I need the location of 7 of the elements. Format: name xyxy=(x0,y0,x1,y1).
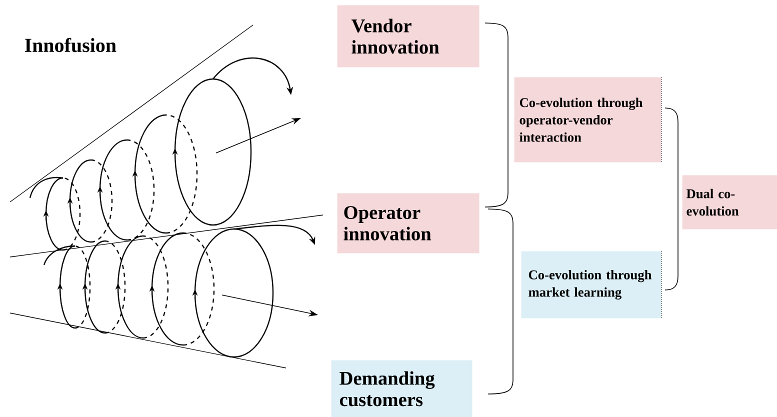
text-box: Vendor innovation xyxy=(337,5,480,68)
text-box: Dual co-evolution xyxy=(682,175,777,230)
text-box: Demanding customers xyxy=(331,360,472,417)
text-box: Co-evolution through operator-vendor interaction xyxy=(514,76,662,163)
text-box: Co-evolution through market learning xyxy=(521,250,662,319)
text-box: Operator innovation xyxy=(337,193,480,254)
title: Innofusion xyxy=(24,38,116,52)
